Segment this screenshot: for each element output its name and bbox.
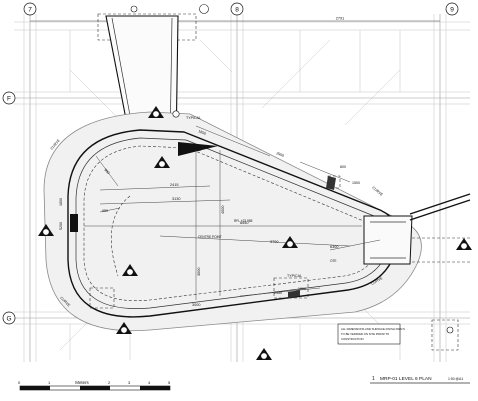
- label-centre-point: CENTRE POINT: [198, 235, 222, 239]
- dim-5: 8550: [240, 221, 248, 225]
- scale-zero: 0: [18, 380, 21, 385]
- note-line-3: CONSTRUCTION: [341, 337, 364, 341]
- right-bridge: [363, 193, 471, 265]
- label-typical-2: TYPICAL: [186, 148, 201, 152]
- dim-2: 2950: [276, 151, 285, 158]
- label-curve-4: CURVE: [371, 276, 384, 286]
- dim-15: 5200: [59, 222, 63, 230]
- dim-11: 2450: [274, 291, 282, 295]
- label-typical-3: TYPICAL: [287, 274, 302, 278]
- grid-bubble-7: 7: [23, 2, 37, 16]
- scale-bar: 0 Meters 1 2 3 4 5: [18, 380, 171, 391]
- label-rfl: RFL +23.985: [234, 219, 253, 223]
- scale-tick-3: 3: [128, 380, 131, 385]
- section-tag-A: [148, 106, 164, 118]
- dim-9: 3000: [197, 268, 201, 276]
- title-scale: 1:50 @A1: [448, 377, 463, 381]
- note-line-2: TO BE VERIFIED ON SITE PRIOR TO: [341, 332, 390, 336]
- dim-12: 1800: [298, 287, 306, 291]
- label-ote: OTE: [330, 259, 337, 263]
- section-tag-E: [116, 322, 132, 334]
- dim-16: 1800: [59, 198, 63, 206]
- grid-bubble-G: G: [2, 311, 16, 325]
- section-tag-I: [154, 156, 170, 168]
- dim-14: 950: [102, 209, 108, 213]
- detail-boxes: [89, 175, 459, 351]
- dim-4: 3130: [172, 197, 180, 201]
- note-line-1: ALL DIMENSIONS AND SURFACE FINISH DWG'S: [341, 327, 405, 331]
- label-curve-1: CURVE: [50, 138, 61, 151]
- dim-6: 3700: [270, 240, 278, 244]
- grid-label-8: 8: [235, 7, 239, 14]
- grid-label-F: F: [7, 96, 11, 103]
- dim-13: 900: [103, 168, 110, 175]
- section-markers: [38, 106, 472, 360]
- scale-tick-1: 1: [48, 380, 51, 385]
- dim-3: 2415: [170, 183, 178, 187]
- grid-bubble-F: F: [2, 91, 16, 105]
- dim-17: 800: [340, 165, 346, 169]
- title-text: MRP-01 LEVEL 6 PLAN: [380, 376, 432, 382]
- diagonal-beams: [59, 39, 401, 351]
- inner-arc: [110, 195, 131, 277]
- top-dimension-line: 2791 2791: [30, 17, 440, 22]
- scale-tick-4: 4: [148, 380, 151, 385]
- grid-label-G: G: [6, 316, 11, 323]
- dim-8: 4000: [221, 206, 225, 214]
- section-tag-G: [282, 236, 298, 248]
- section-tag-C: [38, 224, 54, 236]
- label-curve-3: CURVE: [371, 186, 384, 197]
- grid-bubble-9: 9: [445, 2, 459, 16]
- interior-dimensions: [84, 125, 381, 300]
- scale-tick-5: 5: [168, 380, 171, 385]
- dim-7: 6300: [330, 245, 338, 249]
- section-tag-B: [172, 110, 180, 118]
- grid-label-7: 7: [28, 7, 32, 14]
- scale-tick-2: 2: [108, 380, 111, 385]
- grid-label-9: 9: [450, 7, 454, 14]
- section-tag-H: [456, 238, 472, 250]
- general-note: ALL DIMENSIONS AND SURFACE FINISH DWG'S …: [337, 323, 405, 345]
- dim-18: 1500: [352, 181, 360, 185]
- title-number: 1: [372, 376, 375, 382]
- section-tag-F: [256, 348, 272, 360]
- section-tag-D: [122, 264, 138, 276]
- annotations: TYPICAL TYPICAL TYPICAL CURVE CURVE CURV…: [50, 116, 384, 308]
- dim-10: 3000: [192, 303, 200, 307]
- landing-wedges: [70, 142, 336, 298]
- grid-bubble-8: 8: [230, 2, 244, 16]
- scale-unit: Meters: [75, 380, 89, 385]
- label-typical-1: TYPICAL: [186, 116, 201, 120]
- dimension-labels: 1850 2950 2415 3130 8550 3700 6300 4000 …: [59, 129, 360, 307]
- upper-void: [97, 4, 209, 41]
- dim-top-right: 2791: [336, 17, 344, 21]
- dim-1: 1850: [198, 129, 207, 136]
- drawing-title: 1 MRP-01 LEVEL 6 PLAN 1:50 @A1: [370, 376, 470, 384]
